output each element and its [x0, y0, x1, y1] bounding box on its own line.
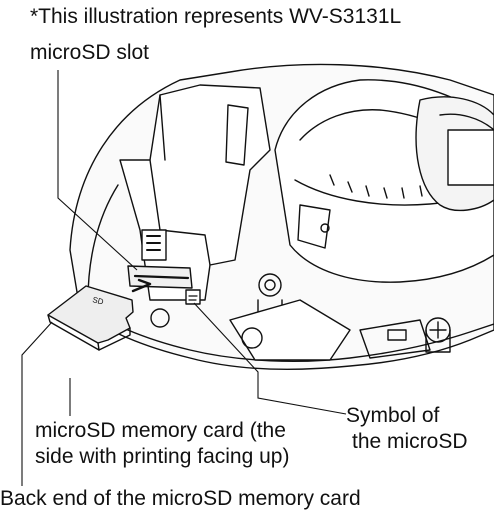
microsd-symbol	[185, 289, 201, 305]
microsd-card-label-line1: microSD memory card (the	[35, 419, 286, 442]
microsd-card	[47, 285, 134, 344]
leader-slot	[57, 70, 138, 271]
insert-arrow	[131, 278, 152, 293]
microsd-symbol-label-line2: the microSD	[352, 430, 468, 453]
back-end-label: Back end of the microSD memory card	[0, 487, 361, 510]
illustration-note: *This illustration represents WV-S3131L	[30, 5, 402, 28]
leader-symbol	[193, 302, 347, 415]
microsd-slot-label: microSD slot	[30, 41, 150, 64]
microsd-symbol-label-line1: Symbol of	[346, 404, 440, 427]
screw	[258, 273, 282, 297]
leader-back	[21, 321, 53, 486]
svg-text:SD: SD	[92, 295, 105, 306]
microsd-card-label-line2: side with printing facing up)	[35, 445, 290, 468]
